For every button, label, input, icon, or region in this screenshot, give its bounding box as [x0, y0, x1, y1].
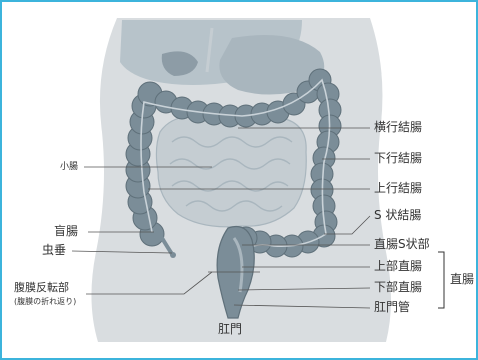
small-intestine-mass [156, 114, 306, 226]
label-appendix: 虫垂 [42, 244, 66, 256]
label-descending-colon: 下行結腸 [374, 152, 422, 164]
label-peritoneal-reflection: 腹膜反転部 [14, 282, 69, 293]
label-cecum: 盲腸 [54, 225, 78, 237]
label-transverse-colon: 横行結腸 [374, 121, 422, 133]
label-upper-rectum: 上部直腸 [374, 260, 422, 272]
label-anal-canal: 肛門管 [374, 301, 410, 313]
label-small-intestine: 小腸 [60, 163, 78, 172]
label-peritoneal-reflection-note: (腹膜の折れ返り) [14, 298, 76, 306]
rectum-bracket [438, 252, 444, 308]
label-ascending-colon: 上行結腸 [374, 182, 422, 194]
label-rectosigmoid: 直腸S状部 [374, 238, 430, 250]
label-anus: 肛門 [218, 323, 242, 335]
label-rectum: 直腸 [450, 273, 474, 285]
label-lower-rectum: 下部直腸 [374, 281, 422, 293]
label-sigmoid-colon: S 状結腸 [374, 209, 421, 221]
